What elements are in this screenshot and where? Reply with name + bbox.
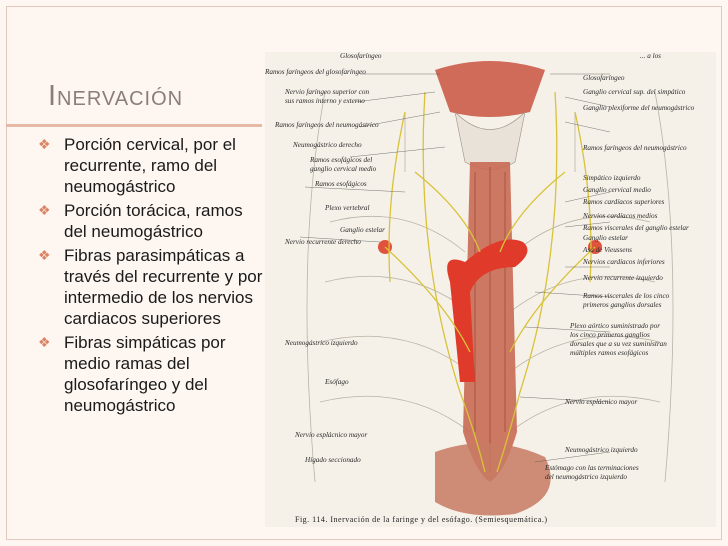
- diamond-bullet-icon: ❖: [38, 247, 51, 263]
- bullet-text: Porción torácica, ramos del neumogástric…: [64, 201, 243, 241]
- svg-text:Nervio recurrente derecho: Nervio recurrente derecho: [284, 238, 361, 246]
- svg-text:Glosofaríngeo: Glosofaríngeo: [340, 52, 382, 60]
- slide-title: Inervación: [48, 80, 184, 112]
- svg-text:Ramos esofágicos del: Ramos esofágicos del: [309, 156, 372, 164]
- ribcage-outline: [306, 91, 674, 483]
- bullet-text: Fibras simpáticas por medio ramas del gl…: [64, 333, 226, 415]
- svg-text:múltiples ramos esofágicos: múltiples ramos esofágicos: [570, 349, 648, 357]
- svg-text:Ramos faríngeos del glosofarín: Ramos faríngeos del glosofaríngeo: [265, 68, 366, 76]
- svg-text:Ganglio cervical medio: Ganglio cervical medio: [583, 186, 651, 194]
- svg-text:Ganglio cervical sup. del simp: Ganglio cervical sup. del simpático: [583, 88, 686, 96]
- svg-text:... a los: ... a los: [640, 52, 661, 60]
- slide-frame: [6, 6, 722, 540]
- pharynx-shape: [435, 61, 545, 117]
- svg-text:los cinco primeros ganglios: los cinco primeros ganglios: [570, 331, 650, 339]
- svg-text:Nervio esplácnico mayor: Nervio esplácnico mayor: [294, 431, 367, 439]
- svg-text:Ganglio estelar: Ganglio estelar: [340, 226, 385, 234]
- svg-text:Estómago con las terminaciones: Estómago con las terminaciones: [544, 464, 639, 472]
- bullet-item: ❖ Fibras simpáticas por medio ramas del …: [38, 332, 268, 416]
- svg-text:Plexo aórtico suministrado por: Plexo aórtico suministrado por: [569, 322, 660, 330]
- svg-text:Nervio faríngeo superior con: Nervio faríngeo superior con: [284, 88, 369, 96]
- bullet-item: ❖ Porción torácica, ramos del neumogástr…: [38, 200, 268, 242]
- svg-text:Ramos viscerales del ganglio e: Ramos viscerales del ganglio estelar: [582, 224, 689, 232]
- svg-text:Esófago: Esófago: [324, 378, 349, 386]
- svg-text:Ganglio estelar: Ganglio estelar: [583, 234, 628, 242]
- diamond-bullet-icon: ❖: [38, 136, 51, 152]
- anatomy-illustration: Glosofaríngeo Ramos faríngeos del glosof…: [265, 52, 695, 524]
- svg-text:Neumogástrico izquierdo: Neumogástrico izquierdo: [284, 339, 358, 347]
- svg-text:del neumogástrico izquierdo: del neumogástrico izquierdo: [545, 473, 627, 481]
- svg-text:Ramos faríngeos del neumogástr: Ramos faríngeos del neumogástrico: [582, 144, 687, 152]
- svg-text:Nervios cardíacos inferiores: Nervios cardíacos inferiores: [582, 258, 665, 266]
- svg-text:Nervios cardíacos medios: Nervios cardíacos medios: [582, 212, 658, 220]
- svg-text:Ramos cardíacos superiores: Ramos cardíacos superiores: [582, 198, 665, 206]
- bullet-list: ❖ Porción cervical, por el recurrente, r…: [38, 134, 268, 419]
- svg-text:Hígado seccionado: Hígado seccionado: [304, 456, 361, 464]
- svg-text:Asa de Vieussens: Asa de Vieussens: [582, 246, 632, 254]
- bullet-item: ❖ Porción cervical, por el recurrente, r…: [38, 134, 268, 197]
- bullet-text: Porción cervical, por el recurrente, ram…: [64, 135, 236, 196]
- svg-text:Ramos esofágicos: Ramos esofágicos: [314, 180, 367, 188]
- svg-text:Glosofaríngeo: Glosofaríngeo: [583, 74, 625, 82]
- svg-text:sus ramos interno y externo: sus ramos interno y externo: [285, 97, 365, 105]
- svg-text:primeros ganglios dorsales: primeros ganglios dorsales: [582, 301, 662, 309]
- svg-text:Neumogástrico izquierdo: Neumogástrico izquierdo: [564, 446, 638, 454]
- svg-text:ganglio cervical medio: ganglio cervical medio: [310, 165, 377, 173]
- svg-text:Ganglio plexiforme del neumogá: Ganglio plexiforme del neumogástrico: [583, 104, 695, 112]
- svg-text:Nervio esplácnico mayor: Nervio esplácnico mayor: [564, 398, 637, 406]
- bullet-text: Fibras parasimpáticas a través del recur…: [64, 246, 263, 328]
- diamond-bullet-icon: ❖: [38, 334, 51, 350]
- stomach-shape: [435, 443, 551, 516]
- svg-text:Neumogástrico derecho: Neumogástrico derecho: [292, 141, 362, 149]
- anatomy-figure: Glosofaríngeo Ramos faríngeos del glosof…: [265, 52, 716, 527]
- svg-text:dorsales que a su vez suminist: dorsales que a su vez suministran: [570, 340, 667, 348]
- svg-text:Nervio recurrente izquierdo: Nervio recurrente izquierdo: [582, 274, 663, 282]
- diamond-bullet-icon: ❖: [38, 202, 51, 218]
- bullet-item: ❖ Fibras parasimpáticas a través del rec…: [38, 245, 268, 329]
- nerve-lines: [384, 91, 596, 473]
- figure-caption: Fig. 114. Inervación de la faringe y del…: [295, 515, 548, 524]
- svg-text:Ramos viscerales de los cinco: Ramos viscerales de los cinco: [582, 292, 670, 300]
- svg-text:Plexo vertebral: Plexo vertebral: [324, 204, 370, 212]
- title-underline: [6, 124, 262, 127]
- svg-text:Simpático izquierdo: Simpático izquierdo: [583, 174, 641, 182]
- svg-text:Ramos faríngeos del neumogástr: Ramos faríngeos del neumogástrico: [274, 121, 379, 129]
